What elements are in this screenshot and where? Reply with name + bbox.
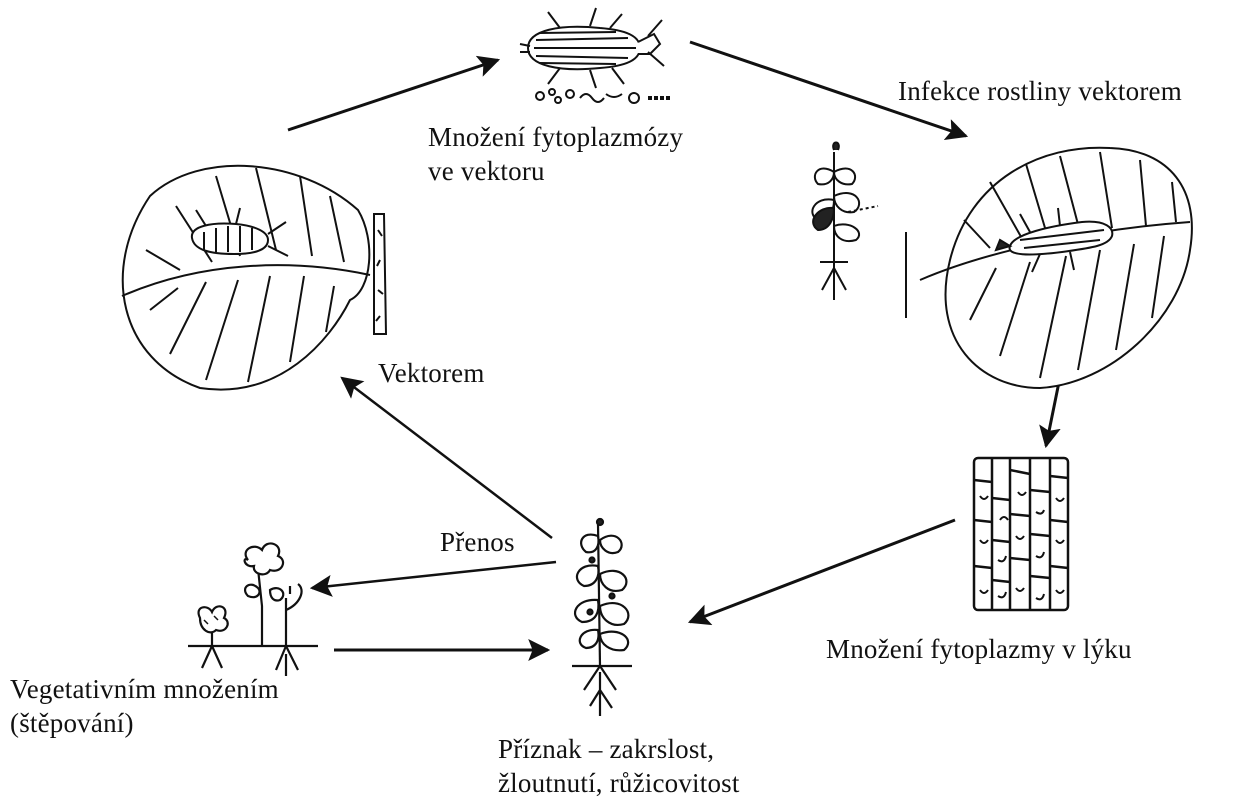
small-infected-plant [812, 143, 878, 301]
label-vector-multiplication-line-2: ve vektoru [428, 154, 683, 188]
grafted-seedlings-illustration [188, 543, 318, 676]
label-vector-multiplication: Množení fytoplazmózy ve vektoru [428, 120, 683, 188]
symptomatic-plant-illustration [572, 519, 632, 716]
label-vegetative-line-1: Vegetativním množením [10, 672, 279, 706]
leafhopper-insect-illustration [520, 8, 664, 88]
arrow-plant-to-leaf [342, 378, 552, 538]
phloem-tissue-illustration [974, 458, 1068, 610]
label-symptoms: Příznak – zakrslost, žloutnutí, růžicovi… [498, 732, 740, 800]
label-symptoms-line-1: Příznak – zakrslost, [498, 732, 740, 766]
label-plant-infection: Infekce rostliny vektorem [898, 74, 1182, 108]
label-transmission: Přenos [440, 525, 515, 559]
label-by-vector: Vektorem [378, 356, 485, 390]
right-leaf-with-insect [906, 148, 1192, 388]
label-vegetative-propagation: Vegetativním množením (štěpování) [10, 672, 279, 740]
label-vegetative-line-2: (štěpování) [10, 706, 279, 740]
label-vector-multiplication-line-1: Množení fytoplazmózy [428, 120, 683, 154]
label-phloem-multiplication: Množení fytoplazmy v lýku [826, 632, 1132, 666]
phytoplasma-particles-row [536, 89, 672, 103]
arrow-plant-to-seedlings [312, 562, 556, 588]
arrow-phloem-to-plant [690, 520, 955, 622]
label-symptoms-line-2: žloutnutí, růžicovitost [498, 766, 740, 800]
left-leaf-with-nymph [122, 166, 386, 390]
